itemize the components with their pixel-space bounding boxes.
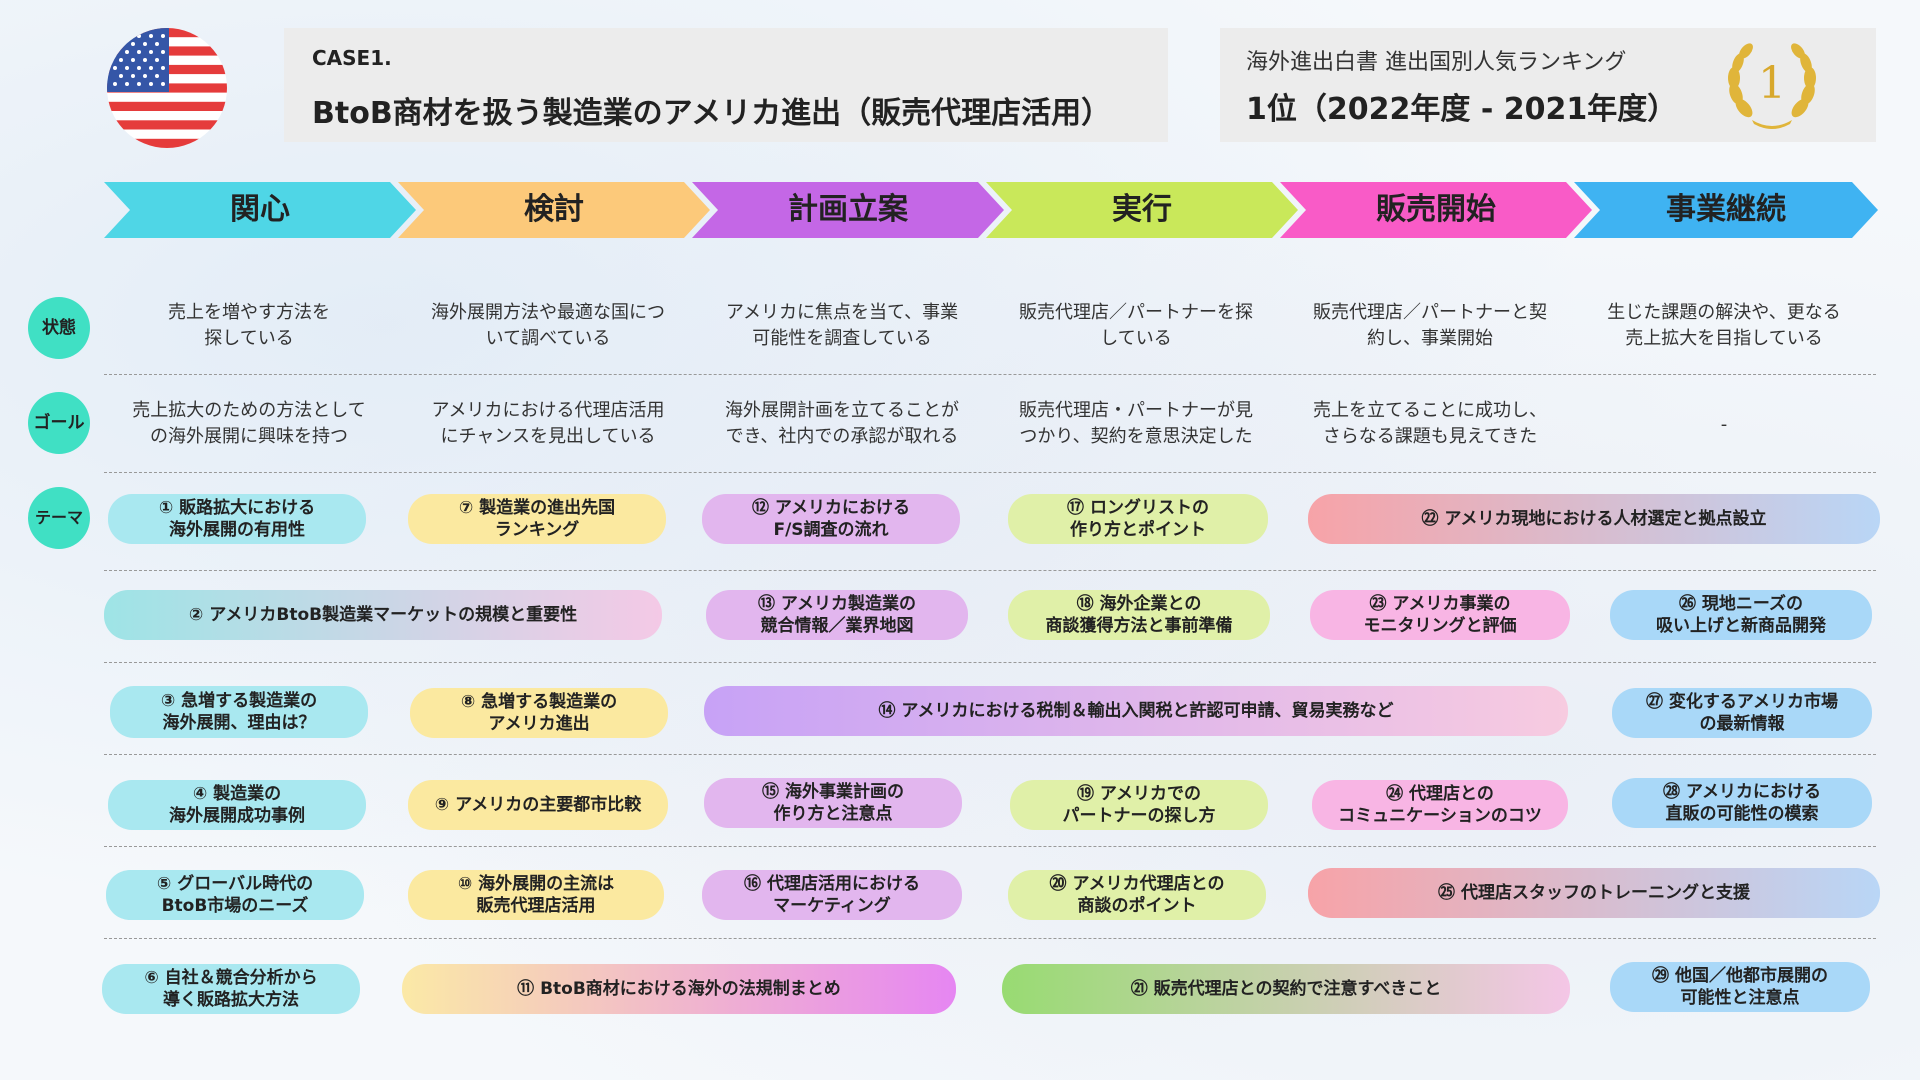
theme-pill-23[interactable]: ㉓ アメリカ事業の モニタリングと評価	[1310, 590, 1570, 640]
theme-pill-1[interactable]: ① 販路拡大における 海外展開の有用性	[108, 494, 366, 544]
row-label-theme: テーマ	[28, 487, 90, 549]
theme-pill-25[interactable]: ㉕ 代理店スタッフのトレーニングと支援	[1308, 868, 1880, 918]
theme-pill-19[interactable]: ⑲ アメリカでの パートナーの探し方	[1010, 780, 1268, 830]
theme-pill-14[interactable]: ⑭ アメリカにおける税制＆輸出入関税と許認可申請、貿易実務など	[704, 686, 1568, 736]
theme-pill-3[interactable]: ③ 急増する製造業の 海外展開、理由は？	[110, 686, 368, 738]
medal-number: 1	[1758, 58, 1786, 109]
theme-pill-12[interactable]: ⑫ アメリカにおける F/S調査の流れ	[702, 494, 960, 544]
goal-cell-1: 売上拡大のための方法として の海外展開に興味を持つ	[132, 400, 366, 447]
stage-arrow-1: 関心	[104, 182, 416, 238]
theme-pill-13[interactable]: ⑬ アメリカ製造業の 競合情報／業界地図	[706, 590, 968, 640]
goal-cell-2: アメリカにおける代理店活用 にチャンスを見出している	[431, 400, 665, 447]
theme-pill-29[interactable]: ㉙ 他国／他都市展開の 可能性と注意点	[1610, 962, 1870, 1012]
theme-pill-20[interactable]: ⑳ アメリカ代理店との 商談のポイント	[1008, 870, 1266, 920]
goal-cell-5: 売上を立てることに成功し、 さらなる課題も見えてきた	[1313, 400, 1547, 447]
divider	[104, 472, 1876, 473]
theme-pill-26[interactable]: ㉖ 現地ニーズの 吸い上げと新商品開発	[1610, 590, 1872, 640]
ranking-label: 海外進出白書 進出国別人気ランキング	[1246, 50, 1627, 75]
goal-cell-3: 海外展開計画を立てることが でき、社内での承認が取れる	[725, 400, 959, 447]
status-cell-2: 海外展開方法や最適な国につ いて調べている	[431, 302, 665, 349]
stage-label-4: 実行	[1112, 192, 1172, 227]
status-cell-3: アメリカに焦点を当て、事業 可能性を調査している	[725, 302, 959, 349]
ranking-value: 1位（2022年度 - 2021年度）	[1246, 92, 1678, 127]
theme-pill-4[interactable]: ④ 製造業の 海外展開成功事例	[108, 780, 366, 830]
theme-pill-27[interactable]: ㉗ 変化するアメリカ市場 の最新情報	[1612, 688, 1872, 738]
stage-label-2: 検討	[524, 192, 584, 227]
theme-pill-8[interactable]: ⑧ 急増する製造業の アメリカ進出	[410, 688, 668, 738]
theme-pill-6[interactable]: ⑥ 自社＆競合分析から 導く販路拡大方法	[102, 964, 360, 1014]
stage-arrow-4: 実行	[986, 182, 1298, 238]
theme-pill-7[interactable]: ⑦ 製造業の進出先国 ランキング	[408, 494, 666, 544]
theme-pill-5[interactable]: ⑤ グローバル時代の BtoB市場のニーズ	[106, 870, 364, 920]
laurel-medal-icon: 1	[1722, 38, 1822, 134]
theme-pill-10[interactable]: ⑩ 海外展開の主流は 販売代理店活用	[408, 870, 664, 920]
theme-pill-9[interactable]: ⑨ アメリカの主要都市比較	[408, 780, 668, 830]
theme-pill-22[interactable]: ㉒ アメリカ現地における人材選定と拠点設立	[1308, 494, 1880, 544]
divider	[104, 938, 1876, 939]
theme-pill-15[interactable]: ⑮ 海外事業計画の 作り方と注意点	[704, 778, 962, 828]
divider	[104, 846, 1876, 847]
ranking-box: 海外進出白書 進出国別人気ランキング 1位（2022年度 - 2021年度） 1	[1220, 28, 1876, 142]
divider	[104, 570, 1876, 571]
stage-arrow-2: 検討	[398, 182, 710, 238]
case-header: CASE1. BtoB商材を扱う製造業のアメリカ進出（販売代理店活用）	[284, 28, 1168, 142]
stage-label-5: 販売開始	[1376, 192, 1496, 227]
row-label-goal: ゴール	[28, 392, 90, 454]
theme-pill-28[interactable]: ㉘ アメリカにおける 直販の可能性の模索	[1612, 778, 1872, 828]
theme-pill-16[interactable]: ⑯ 代理店活用における マーケティング	[702, 870, 962, 920]
theme-pill-2[interactable]: ② アメリカBtoB製造業マーケットの規模と重要性	[104, 590, 662, 640]
theme-pill-17[interactable]: ⑰ ロングリストの 作り方とポイント	[1008, 494, 1268, 544]
divider	[104, 754, 1876, 755]
theme-pill-24[interactable]: ㉔ 代理店との コミュニケーションのコツ	[1312, 780, 1568, 830]
theme-pill-21[interactable]: ㉑ 販売代理店との契約で注意すべきこと	[1002, 964, 1570, 1014]
stage-arrow-3: 計画立案	[692, 182, 1004, 238]
stage-label-1: 関心	[230, 192, 290, 227]
divider	[104, 374, 1876, 375]
usa-flag-icon	[107, 28, 227, 148]
status-cell-5: 販売代理店／パートナーと契 約し、事業開始	[1313, 302, 1547, 349]
stage-arrow-5: 販売開始	[1280, 182, 1592, 238]
goal-cell-6: -	[1720, 414, 1728, 435]
theme-pill-11[interactable]: ⑪ BtoB商材における海外の法規制まとめ	[402, 964, 956, 1014]
stage-arrow-6: 事業継続	[1574, 182, 1878, 238]
status-cell-4: 販売代理店／パートナーを探 している	[1019, 302, 1253, 349]
status-cell-1: 売上を増やす方法を 探している	[168, 302, 330, 349]
stage-label-6: 事業継続	[1666, 192, 1786, 227]
divider	[104, 662, 1876, 663]
row-label-status: 状態	[28, 297, 90, 359]
goal-cell-4: 販売代理店・パートナーが見 つかり、契約を意思決定した	[1019, 400, 1253, 447]
status-cell-6: 生じた課題の解決や、更なる 売上拡大を目指している	[1607, 302, 1841, 349]
case-title: BtoB商材を扱う製造業のアメリカ進出（販売代理店活用）	[312, 96, 1112, 131]
stage-label-3: 計画立案	[788, 192, 908, 227]
case-label: CASE1.	[312, 46, 392, 70]
theme-pill-18[interactable]: ⑱ 海外企業との 商談獲得方法と事前準備	[1008, 590, 1270, 640]
